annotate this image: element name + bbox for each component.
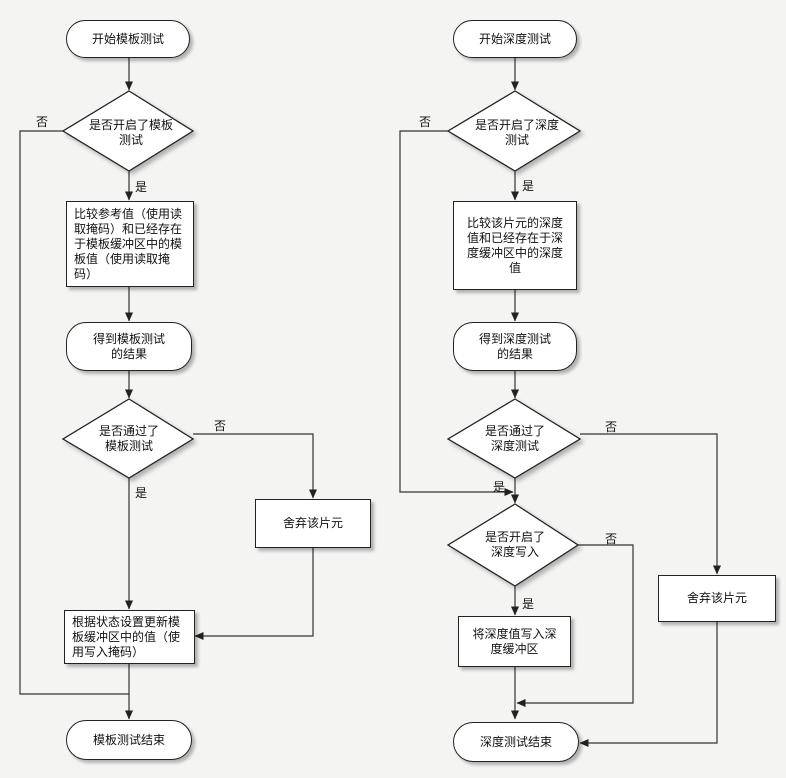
right-result-node: 得到深度测试的结果	[453, 322, 577, 371]
left-start-node: 开始模板测试	[66, 20, 190, 58]
right-enabled-no-label: 否	[419, 115, 432, 129]
decision-enabled-diamond	[61, 90, 195, 172]
r-decision-enabled-diamond	[446, 90, 582, 172]
arrow-passed-no-to-discard	[193, 433, 317, 499]
right-end-node: 深度测试结束	[453, 722, 579, 762]
left-decision-enabled-text: 是否开启了模板测试	[88, 118, 173, 147]
right-decision-enabled-text: 是否开启了深度测试	[474, 118, 559, 147]
right-compare-box: 比较该片元的深度值和已经存在于深度缓冲区中的深度值	[453, 201, 577, 290]
r-decision-passed-diamond	[446, 398, 582, 479]
right-write-yes-label: 是	[522, 597, 535, 611]
right-passed-yes-label: 是	[493, 480, 506, 494]
left-update-box: 根据状态设置更新模板缓冲区中的值（使用写入掩码）	[64, 610, 195, 664]
arrow-r-write-no-to-end	[516, 544, 634, 707]
right-decision-passed-text: 是否通过了深度测试	[484, 424, 545, 453]
left-enabled-yes-label: 是	[135, 180, 148, 194]
arrow-enabled-no-to-end	[19, 130, 129, 695]
right-write-no-label: 否	[605, 532, 618, 546]
decision-passed-diamond	[61, 398, 195, 479]
r-decision-write-diamond	[446, 503, 580, 587]
right-decision-write-text: 是否开启了深度写入	[484, 530, 545, 559]
left-result-node: 得到模板测试的结果	[66, 322, 192, 371]
left-discard-box: 舍弃该片元	[255, 499, 371, 548]
left-enabled-no-label: 否	[36, 115, 49, 129]
left-passed-no-label: 否	[214, 419, 227, 433]
arrow-r-discard-to-end	[579, 622, 718, 747]
right-write-box: 将深度值写入深度缓冲区	[458, 616, 571, 667]
arrow-discard-to-update	[194, 548, 314, 640]
right-enabled-yes-label: 是	[522, 179, 535, 193]
left-compare-box: 比较参考值（使用读取掩码）和已经存在于模板缓冲区中的模板值（使用读取掩码）	[66, 201, 194, 287]
left-passed-yes-label: 是	[135, 486, 148, 500]
arrow-r-passed-no-to-discard	[580, 433, 721, 575]
right-start-node: 开始深度测试	[453, 20, 577, 58]
right-passed-no-label: 否	[605, 420, 618, 434]
left-end-node: 模板测试结束	[66, 720, 192, 760]
right-discard-box: 舍弃该片元	[658, 575, 776, 622]
arrow-r-enabled-no-to-write-decision	[399, 130, 514, 496]
left-decision-passed-text: 是否通过了模板测试	[98, 424, 159, 453]
